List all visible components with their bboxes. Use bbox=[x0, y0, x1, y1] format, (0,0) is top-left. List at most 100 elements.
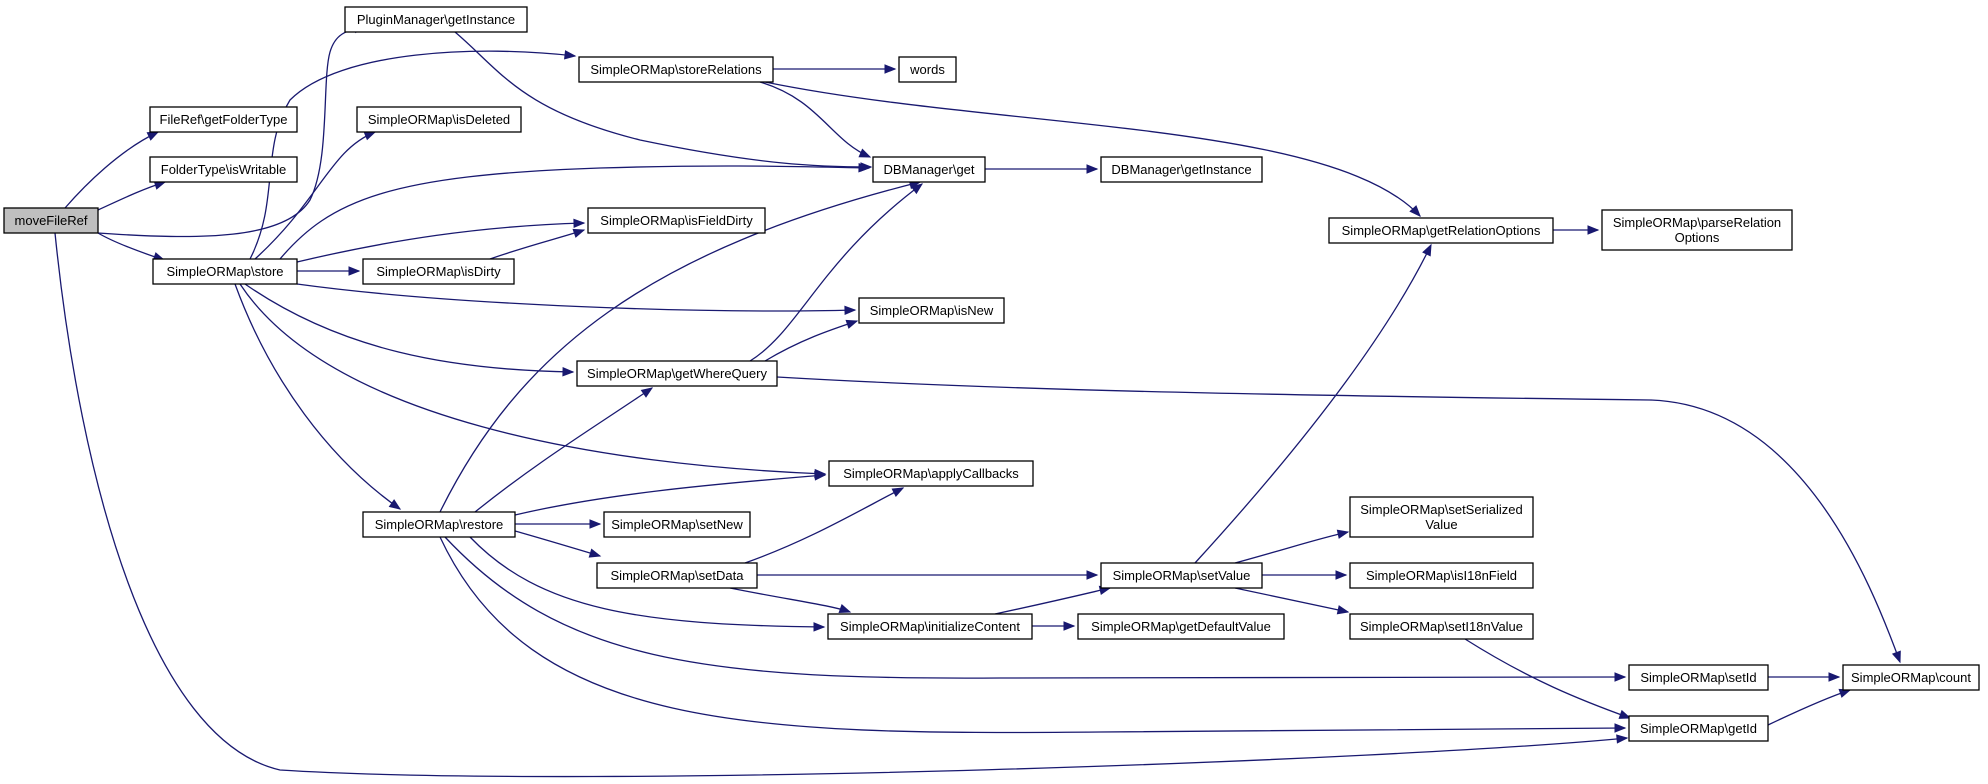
edge-line bbox=[296, 222, 585, 263]
node-label: SimpleORMap\setId bbox=[1640, 670, 1756, 685]
node-box bbox=[1628, 715, 1769, 742]
node-som-isnew[interactable]: SimpleORMap\isNew bbox=[858, 297, 1005, 324]
node-som-initializecontent[interactable]: SimpleORMap\initializeContent bbox=[827, 613, 1033, 640]
edge-line bbox=[454, 31, 872, 168]
node-dbm-get[interactable]: DBManager\get bbox=[872, 156, 986, 183]
node-som-setvalue[interactable]: SimpleORMap\setValue bbox=[1100, 562, 1263, 589]
node-box bbox=[1349, 496, 1534, 538]
node-box bbox=[1077, 613, 1285, 640]
node-box bbox=[356, 106, 522, 133]
node-label: moveFileRef bbox=[15, 213, 88, 228]
node-box bbox=[344, 6, 528, 33]
edge-som-restore-to-som-getid bbox=[439, 536, 1627, 734]
edge-som-setvalue-to-som-isi18nfield bbox=[1262, 570, 1348, 580]
node-label: SimpleORMap\storeRelations bbox=[590, 62, 762, 77]
edge-line bbox=[239, 283, 826, 475]
edge-som-store-to-som-restore bbox=[234, 283, 402, 510]
node-som-setnew[interactable]: SimpleORMap\setNew bbox=[603, 511, 751, 538]
node-som-count[interactable]: SimpleORMap\count bbox=[1842, 664, 1980, 691]
edge-line bbox=[729, 587, 851, 613]
arrowhead bbox=[388, 499, 402, 510]
node-som-isdeleted[interactable]: SimpleORMap\isDeleted bbox=[356, 106, 522, 133]
edge-line bbox=[296, 283, 856, 312]
edge-line bbox=[249, 50, 576, 260]
edge-line bbox=[749, 183, 923, 362]
node-box bbox=[3, 207, 99, 234]
edge-line bbox=[64, 131, 159, 209]
edge-line bbox=[764, 81, 1421, 217]
arrowhead bbox=[1335, 570, 1348, 580]
edge-som-seti18nvalue-to-som-getid bbox=[1464, 638, 1632, 719]
arrowhead bbox=[363, 131, 377, 141]
arrowhead bbox=[858, 148, 872, 158]
node-som-restore[interactable]: SimpleORMap\restore bbox=[362, 511, 516, 538]
edge-som-initializecontent-to-som-setvalue bbox=[994, 585, 1112, 615]
node-box bbox=[1100, 156, 1263, 183]
node-label: DBManager\get bbox=[883, 162, 974, 177]
arrowhead bbox=[1614, 672, 1627, 682]
node-box bbox=[603, 511, 751, 538]
node-som-storerelations[interactable]: SimpleORMap\storeRelations bbox=[578, 56, 774, 83]
edge-som-restore-to-som-initializecontent bbox=[469, 536, 826, 632]
node-box bbox=[362, 511, 516, 538]
edge-line bbox=[439, 536, 1626, 734]
arrowhead bbox=[1616, 734, 1629, 744]
node-ft-iswritable[interactable]: FolderType\isWritable bbox=[149, 156, 298, 183]
arrowhead bbox=[1063, 621, 1076, 631]
arrowhead bbox=[562, 367, 575, 377]
edge-som-restore-to-som-getwherequery bbox=[474, 387, 654, 513]
node-som-seti18nvalue[interactable]: SimpleORMap\setI18nValue bbox=[1349, 613, 1534, 640]
edge-som-isdirty-to-som-isfielddirty bbox=[489, 228, 586, 260]
edge-line bbox=[234, 283, 401, 510]
node-box bbox=[898, 56, 957, 83]
node-dbm-getinstance[interactable]: DBManager\getInstance bbox=[1100, 156, 1263, 183]
node-words[interactable]: words bbox=[898, 56, 957, 83]
node-box bbox=[576, 360, 778, 387]
arrowhead bbox=[1618, 709, 1632, 719]
arrowhead bbox=[572, 228, 586, 238]
node-som-store[interactable]: SimpleORMap\store bbox=[152, 258, 298, 285]
node-som-getrelationoptions[interactable]: SimpleORMap\getRelationOptions bbox=[1328, 217, 1554, 244]
arrowhead bbox=[1409, 205, 1421, 217]
edge-som-setvalue-to-som-setserializedvalue bbox=[1234, 529, 1350, 564]
node-movefileref[interactable]: moveFileRef bbox=[3, 207, 99, 234]
arrowhead bbox=[1828, 672, 1841, 682]
node-som-getid[interactable]: SimpleORMap\getId bbox=[1628, 715, 1769, 742]
node-label: SimpleORMap\setI18nValue bbox=[1360, 619, 1523, 634]
node-label: SimpleORMap\isI18nField bbox=[1366, 568, 1517, 583]
edge-som-store-to-som-isdirty bbox=[297, 266, 361, 276]
node-som-applycallbacks[interactable]: SimpleORMap\applyCallbacks bbox=[828, 460, 1034, 487]
node-som-setdata[interactable]: SimpleORMap\setData bbox=[596, 562, 758, 589]
node-fr-getfoldertype[interactable]: FileRef\getFolderType bbox=[149, 106, 298, 133]
edge-line bbox=[764, 320, 858, 362]
node-box bbox=[1628, 664, 1769, 691]
edge-som-setdata-to-som-applycallbacks bbox=[744, 487, 905, 564]
edge-som-store-to-som-isfielddirty bbox=[296, 218, 586, 263]
edge-line bbox=[254, 131, 376, 260]
node-label: SimpleORMap\parseRelation bbox=[1613, 215, 1781, 230]
node-som-isfielddirty[interactable]: SimpleORMap\isFieldDirty bbox=[587, 207, 766, 234]
arrowhead bbox=[1336, 605, 1350, 615]
edge-line bbox=[514, 474, 826, 516]
edge-som-getid-to-som-count bbox=[1767, 688, 1852, 726]
edge-som-storerelations-to-words bbox=[773, 64, 897, 74]
node-label: Value bbox=[1425, 517, 1457, 532]
node-som-isi18nfield[interactable]: SimpleORMap\isI18nField bbox=[1349, 562, 1534, 589]
edge-line bbox=[244, 283, 574, 373]
node-som-isdirty[interactable]: SimpleORMap\isDirty bbox=[362, 258, 515, 285]
node-som-getdefaultvalue[interactable]: SimpleORMap\getDefaultValue bbox=[1077, 613, 1285, 640]
arrowhead bbox=[1891, 650, 1901, 664]
edge-pm-getinstance-to-dbm-get bbox=[454, 31, 873, 172]
node-som-getwherequery[interactable]: SimpleORMap\getWhereQuery bbox=[576, 360, 778, 387]
edge-line bbox=[474, 387, 653, 513]
arrowhead bbox=[1336, 529, 1350, 539]
edge-movefileref-to-som-store bbox=[97, 232, 166, 262]
edge-som-getrelationoptions-to-som-parserelationoptions bbox=[1553, 225, 1600, 235]
node-som-setid[interactable]: SimpleORMap\setId bbox=[1628, 664, 1769, 691]
edge-som-setvalue-to-som-getrelationoptions bbox=[1194, 243, 1432, 564]
edge-line bbox=[489, 229, 585, 260]
node-pm-getinstance[interactable]: PluginManager\getInstance bbox=[344, 6, 528, 33]
